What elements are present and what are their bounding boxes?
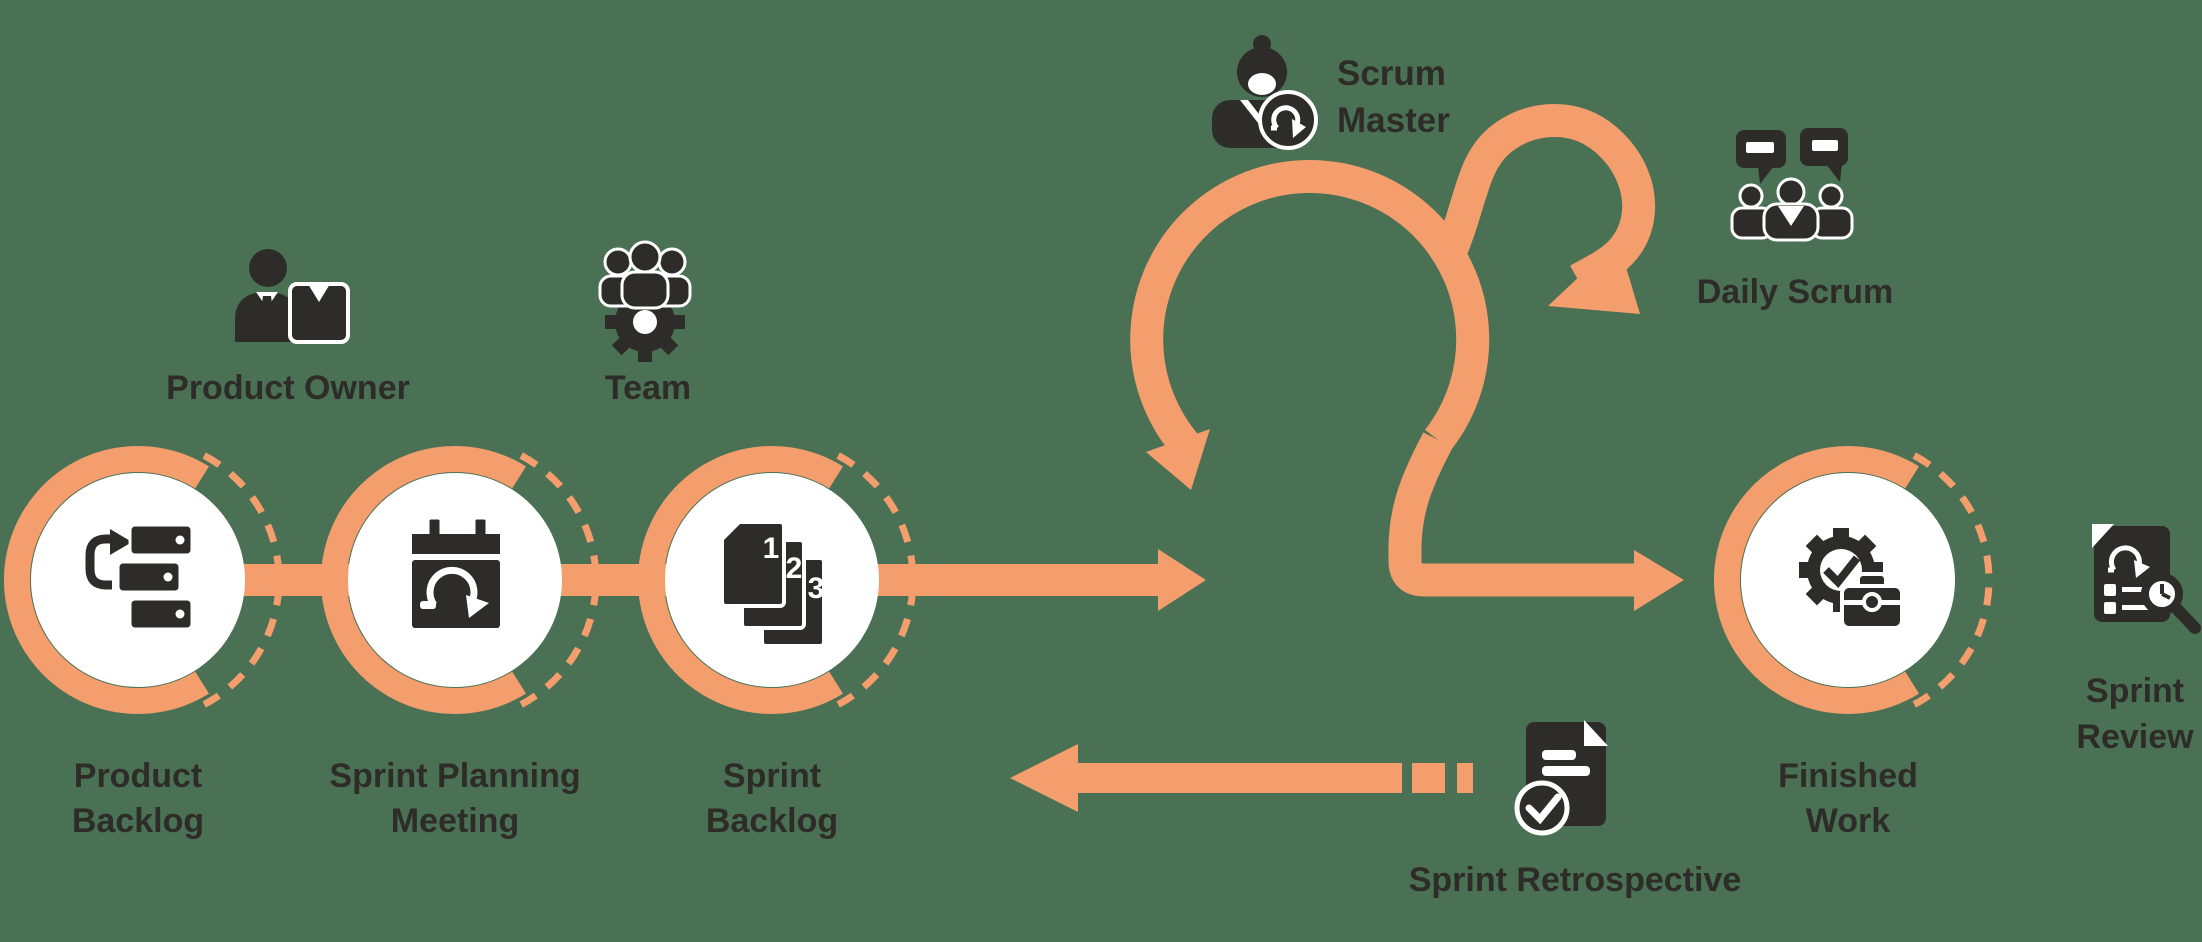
finished-work-label-line1: Finished xyxy=(1778,757,1918,795)
daily-scrum-label: Daily Scrum xyxy=(1696,273,1894,311)
stage-ring-product-backlog xyxy=(4,446,209,714)
numbered-cards-1-2-3-icon: 3 2 1 xyxy=(720,520,826,648)
calendar-with-sprint-loop-icon xyxy=(412,516,500,628)
sprint-backlog-label-line2: Backlog xyxy=(705,802,839,840)
sprint-backlog-label-line1: Sprint xyxy=(722,757,822,795)
card-number-3: 3 xyxy=(808,572,825,605)
product-owner-label: Product Owner xyxy=(166,369,410,407)
arrow-dash xyxy=(1412,763,1445,793)
arrowhead-left xyxy=(1010,744,1078,812)
dashed-arc-product-backlog xyxy=(202,452,283,708)
scrum-master-label-line2: Master xyxy=(1337,101,1450,140)
people-over-gear-icon xyxy=(598,240,692,362)
dashed-arc-sprint-backlog xyxy=(836,452,917,708)
sprint-planning-label: Sprint Planning Meeting xyxy=(305,754,605,844)
stage-ring-finished-work xyxy=(1714,446,1919,714)
arrowhead-to-finished-work xyxy=(1634,550,1684,611)
document-with-check-icon xyxy=(1514,720,1608,836)
sprint-loop-small-loop xyxy=(1430,103,1656,295)
sprint-review-label-line2: Review xyxy=(2076,718,2194,756)
sprint-loop xyxy=(1130,103,1684,611)
sprint-retrospective-label: Sprint Retrospective xyxy=(1408,861,1742,899)
dashed-arc-finished-work xyxy=(1912,452,1993,708)
sprint-loop-main-circle xyxy=(1130,160,1490,461)
team-label: Team xyxy=(604,369,692,407)
scrum-master-label-line1: Scrum xyxy=(1337,54,1446,93)
loop-arrowhead-down xyxy=(1146,429,1210,490)
sprint-planning-label-line2: Meeting xyxy=(390,802,520,840)
sprint-loop-tail xyxy=(1388,432,1636,597)
product-backlog-label: Product Backlog xyxy=(0,754,288,844)
scrum-master-label: Scrum Master xyxy=(1337,50,1637,144)
arrow-dash xyxy=(1457,763,1473,793)
product-backlog-label-line1: Product xyxy=(73,757,203,795)
product-backlog-label-line2: Backlog xyxy=(71,802,205,840)
sprint-review-label: Sprint Review xyxy=(1985,668,2202,760)
sprint-review-label-line1: Sprint xyxy=(2085,672,2185,710)
document-magnifier-clock-icon xyxy=(2092,524,2201,634)
person-with-box-icon xyxy=(235,249,350,344)
stacked-list-with-arrow-icon xyxy=(85,523,194,631)
card-number-2: 2 xyxy=(786,552,803,585)
sprint-backlog-label: Sprint Backlog xyxy=(622,754,922,844)
chat-bubbles-people-icon xyxy=(1730,128,1854,242)
stage-ring-sprint-backlog xyxy=(638,446,843,714)
finished-work-label: Finished Work xyxy=(1698,754,1998,844)
finished-work-label-line2: Work xyxy=(1805,802,1891,840)
card-number-1: 1 xyxy=(763,532,780,565)
dashed-arc-sprint-planning xyxy=(519,452,600,708)
arrowhead-right xyxy=(1158,549,1206,611)
sprint-planning-label-line1: Sprint Planning xyxy=(329,757,581,795)
gear-check-briefcase-icon xyxy=(1799,528,1904,630)
person-with-loop-badge-icon xyxy=(1212,35,1318,150)
stage-ring-sprint-planning xyxy=(321,446,526,714)
small-loop-arrowhead xyxy=(1548,240,1640,314)
return-arrow xyxy=(1010,744,1473,812)
